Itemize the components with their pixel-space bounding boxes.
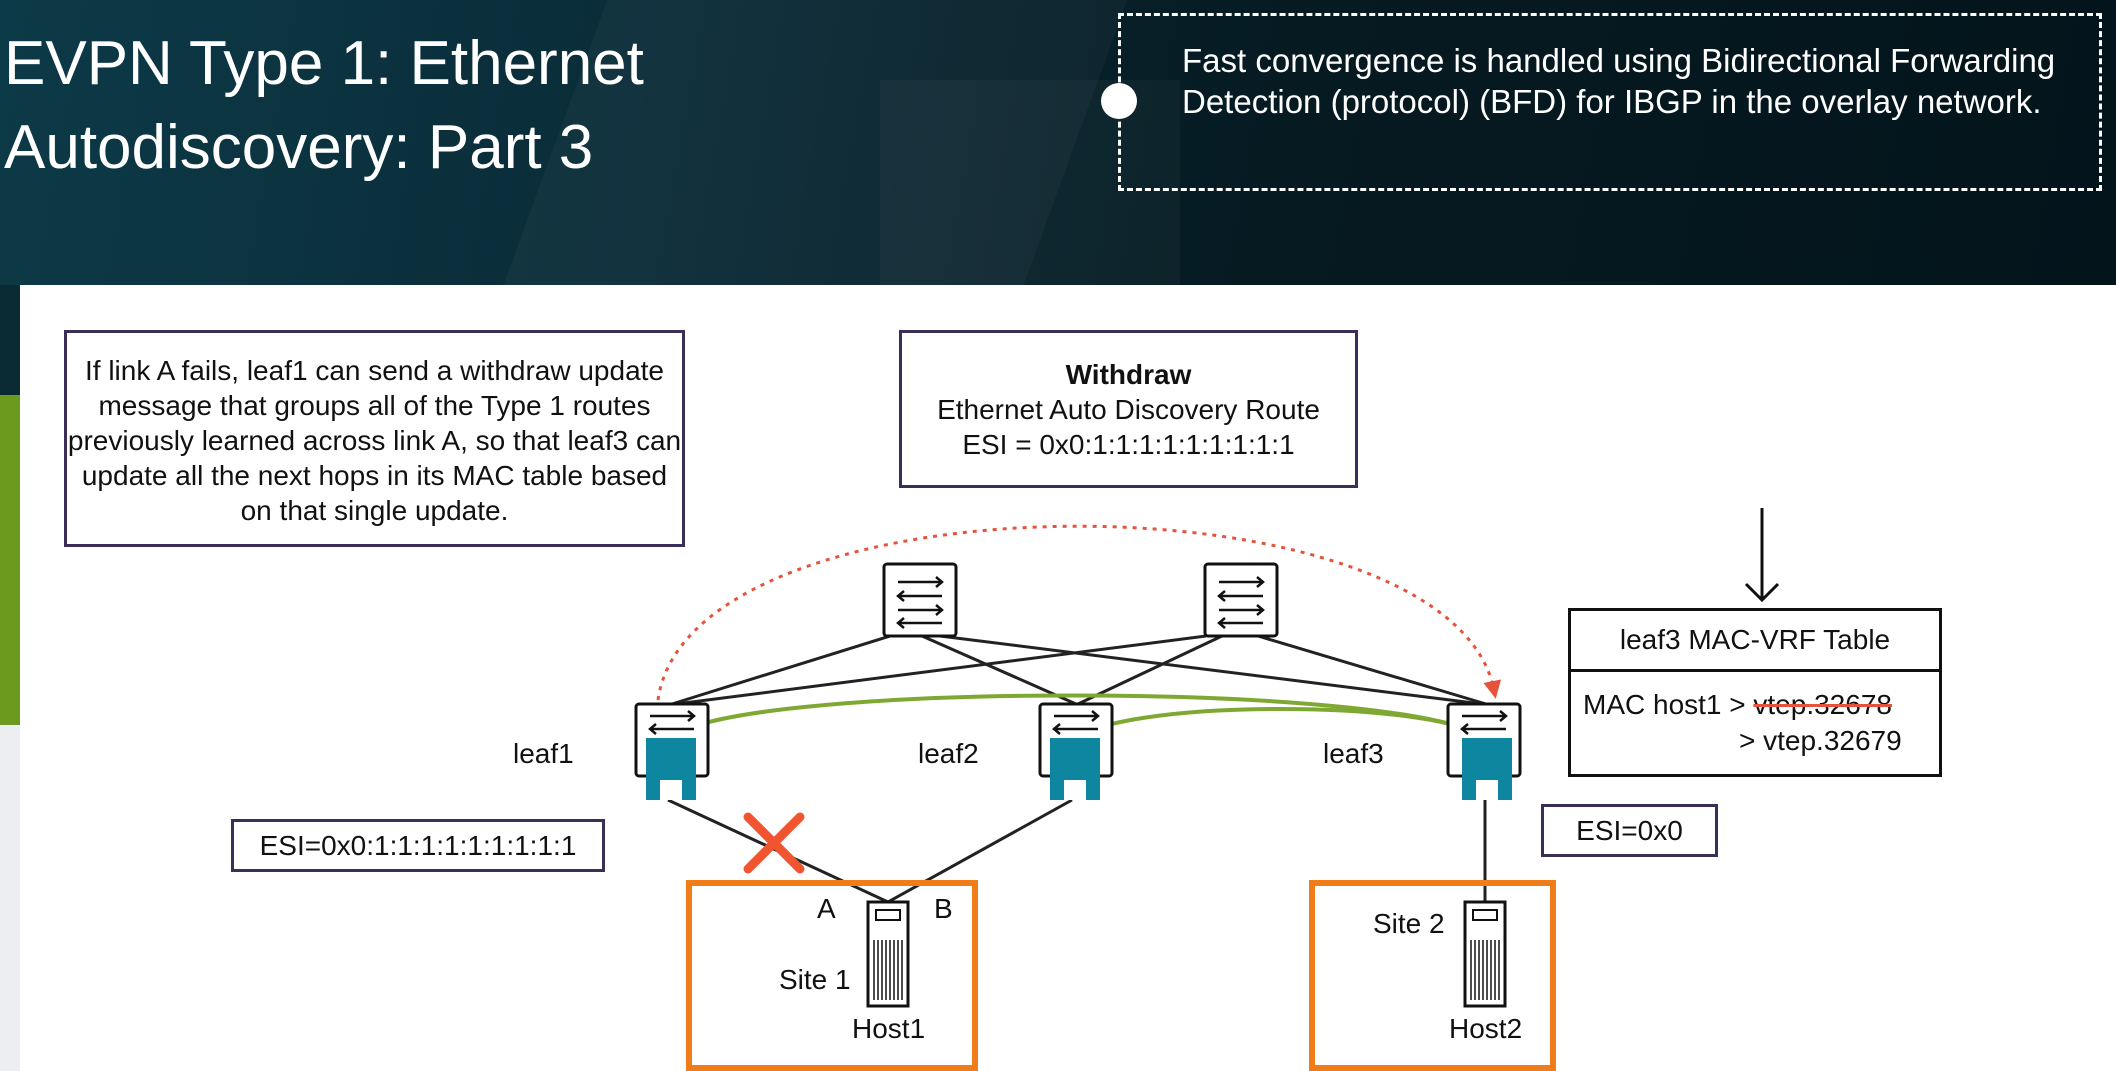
title-line-2: Autodiscovery: Part 3 bbox=[4, 113, 594, 182]
slide-title: EVPN Type 1: Ethernet Autodiscovery: Par… bbox=[4, 22, 644, 190]
slide-header: EVPN Type 1: Ethernet Autodiscovery: Par… bbox=[0, 0, 2116, 285]
site1-box bbox=[686, 880, 978, 1071]
leaf1-label: leaf1 bbox=[513, 738, 574, 769]
host2-label: Host2 bbox=[1449, 1013, 1523, 1044]
spine-switch-2-icon bbox=[1203, 562, 1279, 638]
withdraw-path-arrow bbox=[656, 524, 1502, 701]
spine-switch-1-icon bbox=[882, 562, 958, 638]
mac-vrf-table: leaf3 MAC-VRF Table MAC host1 > vtep.326… bbox=[1568, 608, 1942, 777]
link-failure-x-icon bbox=[743, 812, 805, 874]
new-next-hop: > vtep.32679 bbox=[1739, 725, 1902, 756]
host1-label: Host1 bbox=[852, 1013, 926, 1044]
link-spine2-leaf1 bbox=[675, 634, 1207, 706]
leaf3-switch-icon bbox=[1446, 702, 1522, 800]
link-failure-callout: If link A fails, leaf1 can send a withdr… bbox=[64, 330, 685, 547]
withdraw-callout: Withdraw Ethernet Auto Discovery Route E… bbox=[899, 330, 1358, 488]
bullet-dot-icon bbox=[1101, 83, 1137, 119]
leaf1-esi-label: ESI=0x0:1:1:1:1:1:1:1:1:1 bbox=[231, 819, 605, 872]
leaf2-label: leaf2 bbox=[918, 738, 979, 769]
leaf2-switch-icon bbox=[1038, 702, 1114, 800]
withdraw-esi: ESI = 0x0:1:1:1:1:1:1:1:1:1 bbox=[962, 429, 1295, 460]
link-failure-text: If link A fails, leaf1 can send a withdr… bbox=[67, 355, 682, 526]
withdraw-heading: Withdraw bbox=[1065, 359, 1192, 390]
link-b-label: B bbox=[934, 893, 953, 924]
leaf3-esi-label: ESI=0x0 bbox=[1541, 804, 1718, 857]
side-accent-green bbox=[0, 395, 20, 725]
site1-label: Site 1 bbox=[779, 964, 851, 995]
withdraw-route-type: Ethernet Auto Discovery Route bbox=[937, 394, 1320, 425]
fabric-links bbox=[671, 634, 1487, 706]
note-text: Fast convergence is handled using Bidire… bbox=[1182, 42, 2056, 120]
title-line-1: EVPN Type 1: Ethernet bbox=[4, 29, 644, 98]
link-spine2-leaf3 bbox=[1257, 634, 1487, 706]
site2-box bbox=[1309, 880, 1556, 1071]
host2-server-icon bbox=[1463, 900, 1507, 1008]
mac-table-title: leaf3 MAC-VRF Table bbox=[1571, 611, 1939, 672]
old-next-hop: vtep.32678 bbox=[1753, 689, 1892, 720]
tunnel-leaf2-leaf3 bbox=[1070, 707, 1494, 744]
leaf1-switch-icon bbox=[634, 702, 710, 800]
mac-table-entry: MAC host1 > vtep.32678 bbox=[1583, 689, 1892, 721]
leaf3-label: leaf3 bbox=[1323, 738, 1384, 769]
host1-server-icon bbox=[866, 900, 910, 1008]
mac-entry-prefix: MAC host1 > bbox=[1583, 689, 1754, 720]
link-a-label: A bbox=[817, 893, 836, 924]
side-accent-dark bbox=[0, 285, 20, 395]
down-arrow-icon bbox=[1744, 508, 1780, 603]
side-accent-grey bbox=[0, 725, 20, 1071]
link-spine1-leaf3 bbox=[939, 634, 1483, 706]
link-spine1-leaf1 bbox=[671, 634, 891, 706]
link-spine1-leaf2 bbox=[921, 634, 1077, 706]
site2-label: Site 2 bbox=[1373, 908, 1445, 939]
link-spine2-leaf2 bbox=[1077, 634, 1223, 706]
